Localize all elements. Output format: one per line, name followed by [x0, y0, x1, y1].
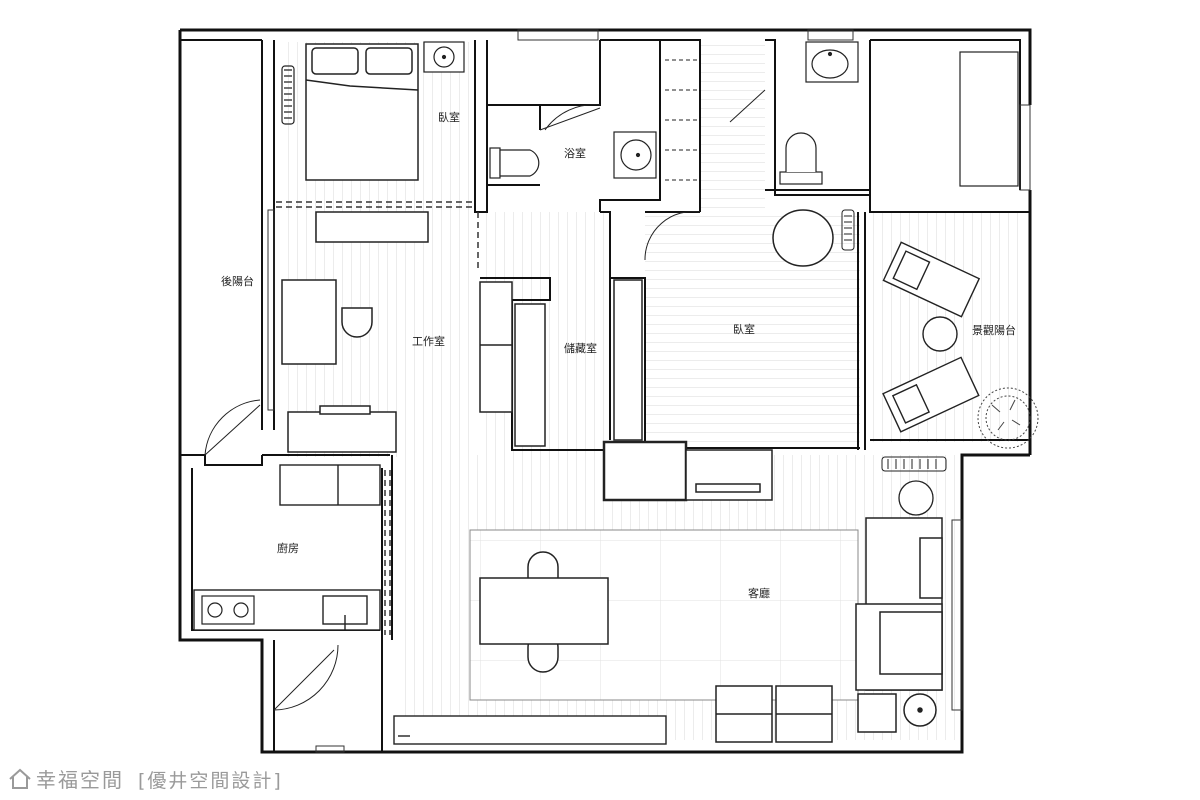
toilet-icon — [489, 147, 540, 179]
stove-icon — [201, 595, 255, 625]
dining-set — [479, 551, 609, 673]
round-table-icon — [772, 209, 834, 267]
heater-icon — [281, 65, 295, 125]
sink-icon — [805, 41, 859, 83]
storage-shelves — [479, 279, 643, 447]
corridor-shelving — [665, 59, 700, 181]
label-kitchen: 廚房 — [277, 541, 299, 555]
study-furniture — [281, 211, 429, 453]
sink-icon — [423, 41, 465, 73]
watermark: 幸福空間 [優井空間設計] — [8, 764, 283, 793]
side-table-icon — [898, 480, 934, 516]
exterior-walls — [178, 28, 1032, 754]
heater-icon — [841, 209, 855, 251]
watermark-brand: 幸福空間 — [36, 768, 124, 792]
label-bathroom: 浴室 — [564, 146, 586, 160]
bed-icon — [305, 43, 419, 181]
label-living-room: 客廳 — [748, 586, 770, 600]
label-storage: 儲藏室 — [564, 341, 597, 355]
plant-icon — [977, 387, 1039, 449]
windows — [267, 29, 1031, 753]
low-cabinet — [393, 715, 667, 745]
tv-cabinet — [602, 440, 773, 502]
heater-icon — [881, 456, 947, 472]
sofa-icon — [715, 517, 943, 743]
dashed-partitions — [276, 201, 479, 635]
label-study: 工作室 — [412, 334, 445, 348]
watermark-designer: [優井空間設計] — [138, 770, 283, 792]
label-bedroom-1: 臥室 — [438, 110, 460, 124]
sink-icon — [613, 131, 657, 179]
bathtub-icon — [959, 51, 1019, 187]
room-labels: 臥室 浴室 後陽台 工作室 儲藏室 臥室 景觀陽台 廚房 客廳 — [221, 110, 1016, 600]
label-bedroom-2: 臥室 — [733, 322, 755, 336]
label-rear-balcony: 後陽台 — [221, 274, 254, 288]
house-logo-icon — [9, 768, 31, 789]
toilet-icon — [779, 132, 823, 185]
label-view-balcony: 景觀陽台 — [972, 323, 1016, 337]
lounge-chair-icon — [882, 241, 981, 433]
doors — [204, 89, 766, 711]
